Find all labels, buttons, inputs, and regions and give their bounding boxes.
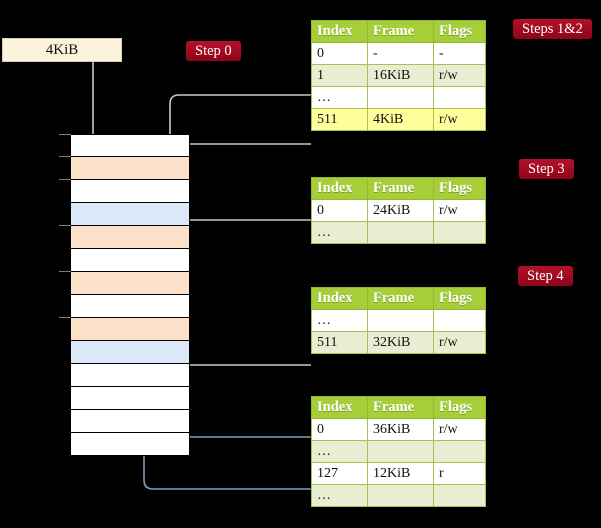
cell-flags: r [433,462,486,485]
cell-frame: 4KiB [367,108,434,131]
cell-index: 0 [311,199,368,222]
memory-frame-row [70,364,190,387]
cell-frame [367,86,434,109]
cell-index: 1 [311,64,368,87]
cell-index: … [311,440,368,463]
memory-row-tick [59,156,71,157]
cell-frame: - [367,42,434,65]
cell-frame [367,440,434,463]
memory-frame-row [70,433,190,456]
column-header-flags: Flags [433,287,486,310]
physical-memory-column [59,134,190,456]
badge-step0: Step 0 [186,41,241,61]
cell-flags: r/w [433,199,486,222]
memory-frame-row [70,249,190,272]
cell-index: 0 [311,42,368,65]
memory-frame-row [70,387,190,410]
cell-index: … [311,484,368,507]
table-row: … [311,440,486,463]
cell-frame: 36KiB [367,418,434,441]
column-header-frame: Frame [367,20,434,43]
cell-frame: 16KiB [367,64,434,87]
column-header-index: Index [311,177,368,200]
column-header-frame: Frame [367,177,434,200]
column-header-flags: Flags [433,177,486,200]
cell-index: … [311,221,368,244]
table-row: 0-- [311,42,486,65]
cell-index: 511 [311,108,368,131]
table-row: … [311,309,486,332]
badge-step4: Step 4 [518,266,573,286]
memory-row-tick [59,134,71,135]
cell-flags [433,440,486,463]
cell-frame [367,221,434,244]
memory-frame-row [59,271,190,295]
memory-frame-row [70,295,190,318]
cell-index: 127 [311,462,368,485]
column-header-frame: Frame [367,396,434,419]
cell-frame: 32KiB [367,331,434,354]
memory-frame-row [59,156,190,180]
table-row: … [311,484,486,507]
cell-flags: r/w [433,64,486,87]
column-header-index: Index [311,20,368,43]
column-header-index: Index [311,396,368,419]
cell-flags [433,221,486,244]
badge-step3: Step 3 [519,159,574,179]
memory-frame-row [59,134,190,157]
memory-frame-row [59,317,190,341]
memory-frame-row [70,341,190,364]
cell-flags: r/w [433,108,486,131]
cell-flags [433,86,486,109]
cell-frame [367,309,434,332]
source-frame-box: 4KiB [2,38,122,62]
memory-frame-row [59,179,190,203]
column-header-frame: Frame [367,287,434,310]
column-header-flags: Flags [433,20,486,43]
cell-flags: r/w [433,331,486,354]
memory-frame-row [70,410,190,433]
memory-row-tick [59,225,71,226]
memory-frame-row [70,203,190,226]
column-header-index: Index [311,287,368,310]
cell-flags: r/w [433,418,486,441]
memory-row-tick [59,317,71,318]
memory-row-tick [59,179,71,180]
cell-flags: - [433,42,486,65]
cell-frame: 24KiB [367,199,434,222]
table-row: … [311,86,486,109]
cell-index: 0 [311,418,368,441]
badge-steps12: Steps 1&2 [513,19,592,39]
wire-table3-511-to-memory [171,299,311,366]
cell-frame [367,484,434,507]
wire-table1-1-to-memory [169,94,311,152]
wire-table2-0-to-memory [174,219,311,254]
cell-index: … [311,309,368,332]
table-row: … [311,221,486,244]
cell-flags [433,484,486,507]
column-header-flags: Flags [433,396,486,419]
memory-row-tick [59,271,71,272]
cell-frame: 12KiB [367,462,434,485]
memory-frame-row [59,225,190,249]
cell-index: … [311,86,368,109]
cell-flags [433,309,486,332]
cell-index: 511 [311,331,368,354]
